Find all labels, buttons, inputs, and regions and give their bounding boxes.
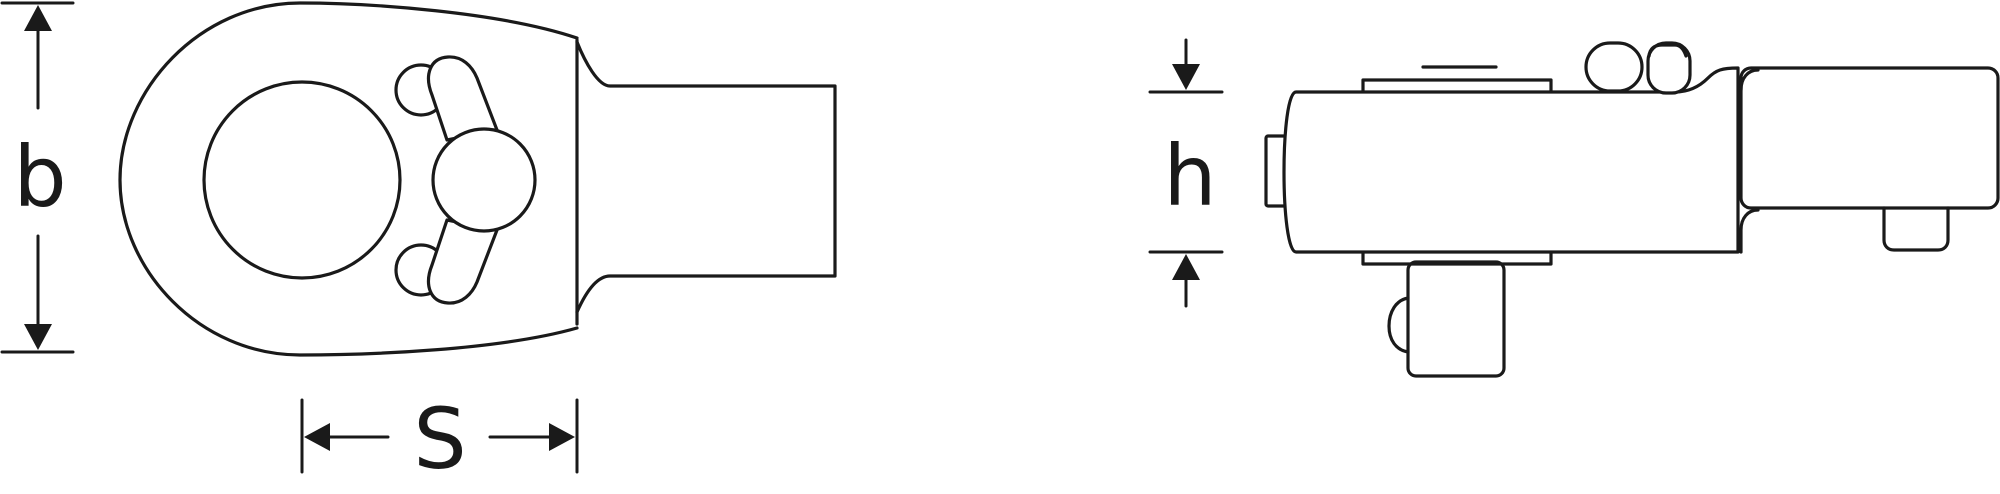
front-lever-arm-upper — [426, 55, 499, 142]
dimension-b-label: b — [13, 128, 66, 226]
dimension-s-arrow-left — [304, 423, 330, 451]
front-lever-arm-lower — [426, 218, 499, 305]
front-ring-body — [118, 1, 579, 357]
dimension-s-arrow-right — [549, 423, 575, 451]
dimension-h-arrow-top — [1172, 64, 1200, 90]
dimension-b-arrow-top — [24, 5, 52, 31]
side-head-body — [1282, 66, 1740, 254]
side-lever-cap — [1647, 43, 1688, 58]
side-shank-lower-step — [1739, 208, 1760, 254]
side-detent-ball — [1387, 296, 1410, 354]
side-view — [1264, 41, 2000, 378]
side-shank-transition — [1739, 68, 1760, 92]
side-lever-grip — [1584, 41, 1644, 93]
front-drive-hole — [202, 80, 402, 280]
side-bottom-lug — [1882, 206, 1950, 252]
side-square-shank — [1739, 66, 2000, 210]
side-lever-knob — [1646, 41, 1692, 95]
side-bottom-plate — [1361, 250, 1553, 266]
dimension-s-label: S — [413, 390, 466, 488]
dimension-h-label: h — [1163, 127, 1216, 225]
front-lever-hub — [431, 127, 537, 233]
dimension-h: h — [1148, 38, 1224, 308]
dimension-b-arrow-bottom — [24, 324, 52, 350]
dimension-s: S — [300, 390, 579, 488]
front-view — [118, 1, 837, 357]
dimension-b: b — [0, 1, 75, 354]
side-top-plate — [1361, 78, 1553, 97]
front-square-shank — [575, 40, 837, 314]
side-square-drive — [1406, 260, 1506, 378]
dimension-h-arrow-bottom — [1172, 254, 1200, 280]
